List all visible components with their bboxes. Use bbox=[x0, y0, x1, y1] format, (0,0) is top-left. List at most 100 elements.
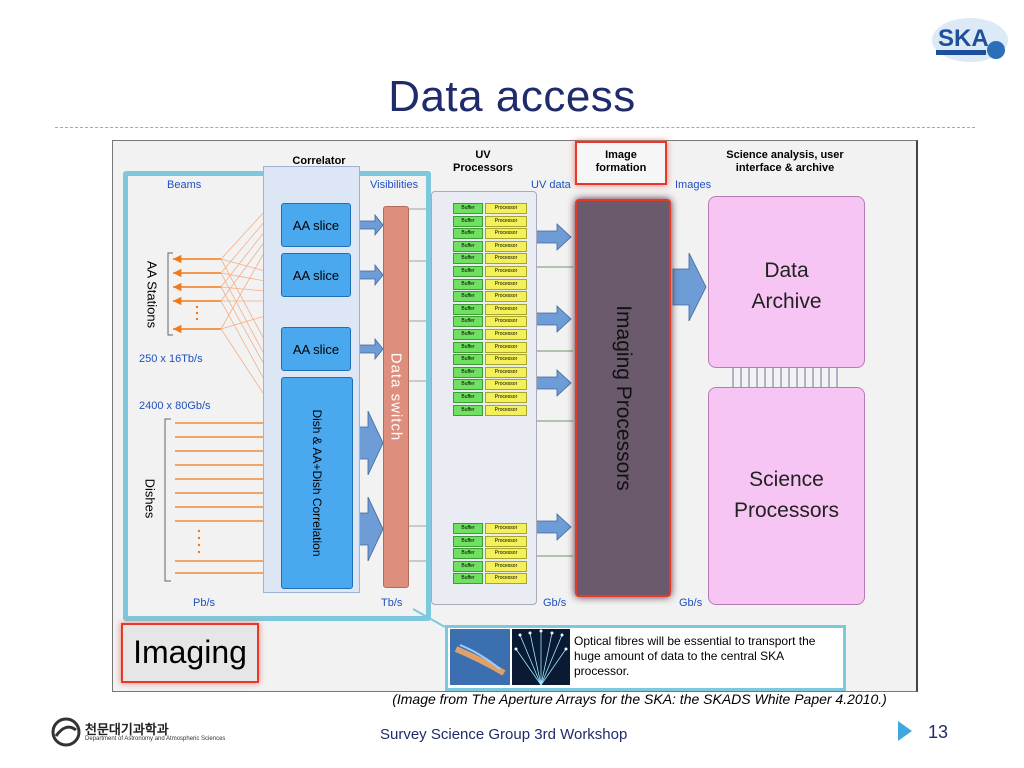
aa-slice-3: AA slice bbox=[281, 327, 351, 371]
university-logo-icon bbox=[51, 717, 81, 747]
buffer-cell: Buffer bbox=[453, 548, 483, 559]
rate-aa-label: 250 x 16Tb/s bbox=[139, 353, 203, 365]
processor-cell: Processor bbox=[485, 291, 527, 302]
processor-cell: Processor bbox=[485, 279, 527, 290]
optical-fibre-text: Optical fibres will be essential to tran… bbox=[574, 634, 816, 678]
buffer-cell: Buffer bbox=[453, 342, 483, 353]
correlator-header: Correlator bbox=[292, 155, 346, 167]
return-lines bbox=[537, 266, 573, 557]
image-caption: (Image from The Aperture Arrays for the … bbox=[392, 691, 887, 707]
buffer-cell: Buffer bbox=[453, 241, 483, 252]
processor-cell: Processor bbox=[485, 523, 527, 534]
archive-arrow bbox=[672, 252, 707, 322]
page-number: 13 bbox=[928, 722, 949, 742]
pbs-label: Pb/s bbox=[193, 597, 216, 609]
footer-text: Survey Science Group 3rd Workshop bbox=[380, 726, 628, 743]
data-switch: Data switch bbox=[383, 206, 409, 588]
buffer-cell: Buffer bbox=[453, 329, 483, 340]
gbs-label-uv: Gb/s bbox=[543, 597, 567, 609]
imaging-label: Imaging bbox=[133, 634, 247, 670]
uv-processors-header: UV Processors bbox=[453, 149, 513, 174]
imaging-processors-block: Imaging Processors bbox=[575, 199, 671, 597]
processor-cell: Processor bbox=[485, 573, 527, 584]
buffer-cell: Buffer bbox=[453, 367, 483, 378]
title-divider bbox=[55, 127, 975, 128]
ska-logo-text: SKA bbox=[938, 25, 989, 52]
imaging-label-box: Imaging bbox=[121, 623, 259, 683]
processor-cell: Processor bbox=[485, 405, 527, 416]
science-processors-line-2: Processors bbox=[733, 499, 840, 522]
rate-dish-label: 2400 x 80Gb/s bbox=[139, 400, 211, 412]
buffer-cell: Buffer bbox=[453, 216, 483, 227]
buffer-cell: Buffer bbox=[453, 354, 483, 365]
dish-correlation-block: Dish & AA+Dish Correlation bbox=[281, 377, 353, 589]
science-header: Science analysis, user interface & archi… bbox=[726, 149, 844, 174]
data-archive-line-1: Data bbox=[764, 259, 809, 282]
university-subtitle: Department of Astronomy and Atmospheric … bbox=[85, 736, 226, 742]
aa-station-lines bbox=[173, 254, 221, 334]
aa-stations-label: AA Stations bbox=[144, 260, 160, 329]
university-name: 천문대기과학과 bbox=[85, 722, 169, 737]
aa-slice-2: AA slice bbox=[281, 253, 351, 297]
buffer-cell: Buffer bbox=[453, 523, 483, 534]
optical-fibre-callout: Optical fibres will be essential to tran… bbox=[445, 625, 846, 691]
buffer-cell: Buffer bbox=[453, 316, 483, 327]
processor-cell: Processor bbox=[485, 329, 527, 340]
processor-cell: Processor bbox=[485, 379, 527, 390]
processor-cell: Processor bbox=[485, 367, 527, 378]
buffer-cell: Buffer bbox=[453, 379, 483, 390]
processor-cell: Processor bbox=[485, 241, 527, 252]
images-label: Images bbox=[675, 179, 712, 191]
data-archive-block: Data Archive bbox=[708, 196, 865, 368]
processor-cell: Processor bbox=[485, 203, 527, 214]
processor-cell: Processor bbox=[485, 342, 527, 353]
tbs-label: Tb/s bbox=[381, 597, 403, 609]
uv-arrows bbox=[534, 223, 572, 541]
visibilities-label: Visibilities bbox=[370, 179, 419, 191]
aa-ellipsis bbox=[195, 305, 199, 321]
processor-cell: Processor bbox=[485, 536, 527, 547]
fanout-lines bbox=[220, 210, 266, 397]
buffer-cell: Buffer bbox=[453, 279, 483, 290]
processor-cell: Processor bbox=[485, 228, 527, 239]
processor-cell: Processor bbox=[485, 316, 527, 327]
ska-logo: SKA bbox=[932, 18, 1008, 62]
dishes-label: Dishes bbox=[142, 478, 158, 519]
aa-slice-1: AA slice bbox=[281, 203, 351, 247]
buffer-cell: Buffer bbox=[453, 304, 483, 315]
slice-arrows bbox=[351, 213, 384, 562]
slide-title: Data access bbox=[388, 72, 636, 121]
dish-ellipsis bbox=[197, 529, 201, 554]
gbs-label-images: Gb/s bbox=[679, 597, 703, 609]
buffer-cell: Buffer bbox=[453, 392, 483, 403]
buffer-cell: Buffer bbox=[453, 573, 483, 584]
buffer-cell: Buffer bbox=[453, 291, 483, 302]
processor-cell: Processor bbox=[485, 354, 527, 365]
processor-cell: Processor bbox=[485, 253, 527, 264]
optical-fibre-image bbox=[450, 629, 570, 685]
image-formation-header: Image formation bbox=[595, 149, 647, 174]
processor-cell: Processor bbox=[485, 266, 527, 277]
archive-science-links bbox=[732, 367, 838, 387]
brackets bbox=[164, 252, 173, 582]
data-archive-line-2: Archive bbox=[751, 290, 822, 313]
buffer-cell: Buffer bbox=[453, 266, 483, 277]
science-processors-block: Science Processors bbox=[708, 387, 865, 605]
processor-cell: Processor bbox=[485, 548, 527, 559]
processor-cell: Processor bbox=[485, 561, 527, 572]
buffer-cell: Buffer bbox=[453, 203, 483, 214]
buffer-cell: Buffer bbox=[453, 405, 483, 416]
processor-cell: Processor bbox=[485, 304, 527, 315]
buffer-cell: Buffer bbox=[453, 536, 483, 547]
processor-cell: Processor bbox=[485, 392, 527, 403]
science-processors-line-1: Science bbox=[749, 468, 824, 491]
buffer-cell: Buffer bbox=[453, 253, 483, 264]
uv-data-label: UV data bbox=[531, 179, 571, 191]
ska-data-flow-diagram: Correlator UV Processors Image formation… bbox=[112, 140, 918, 692]
buffer-cell: Buffer bbox=[453, 561, 483, 572]
buffer-cell: Buffer bbox=[453, 228, 483, 239]
processor-cell: Processor bbox=[485, 216, 527, 227]
slide-marker-icon bbox=[898, 721, 912, 741]
beams-label: Beams bbox=[167, 179, 202, 191]
image-formation-header-box: Image formation bbox=[575, 141, 667, 185]
